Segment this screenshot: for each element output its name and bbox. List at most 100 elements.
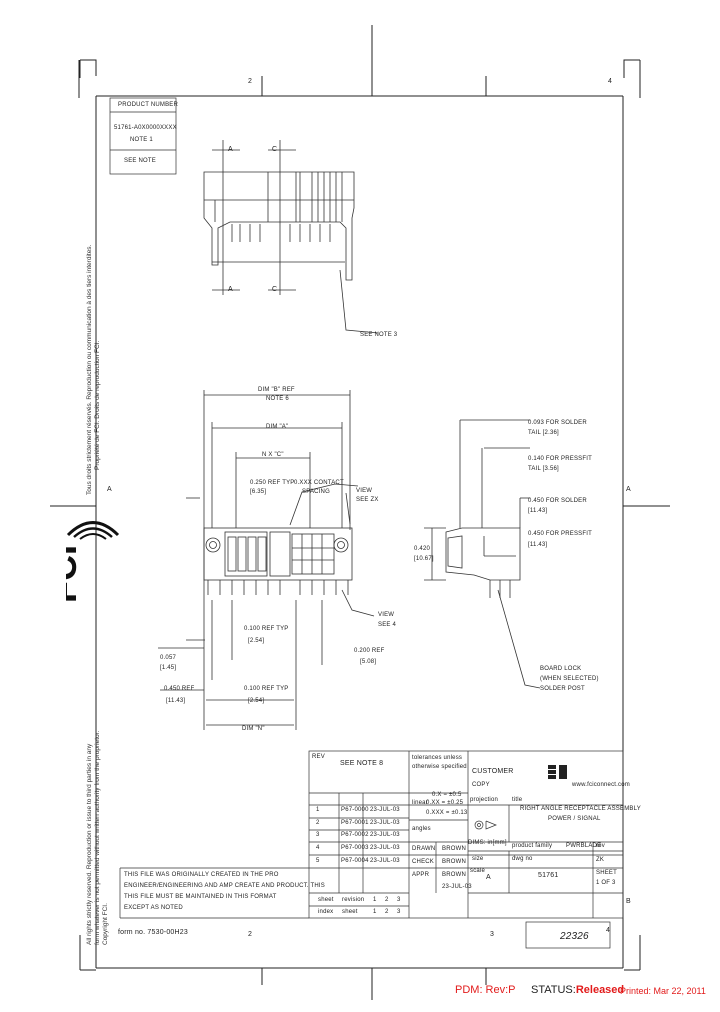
section-c2-label: C	[272, 286, 278, 293]
rev-row-ltr: 5	[316, 858, 320, 864]
sheet-col2-1: index	[318, 909, 334, 915]
dim-contact-spacing-2: SPACING	[302, 489, 330, 495]
dim-pressfit-mm: [11.43]	[528, 542, 548, 548]
dim-0450-ref: 0.450 REF	[164, 686, 195, 692]
sheet-col-2: revision	[342, 897, 365, 903]
rev-row-date: 23-JUL-03	[370, 820, 400, 826]
margin-text-en1: All rights strictly reserved. Reproducti…	[86, 743, 93, 945]
angles-label: angles	[412, 826, 431, 832]
dim-a: DIM "A"	[266, 424, 289, 430]
dim-b-ref: DIM "B" REF	[258, 387, 295, 393]
rev-label: rev	[596, 843, 605, 849]
dim-pressfit-tail: 0.140 FOR PRESSFIT	[528, 456, 592, 462]
rev-row-ecn: P67-0003	[341, 845, 369, 851]
zone-side-left: A	[107, 486, 112, 493]
rev-row-ltr: 4	[316, 845, 320, 851]
solder-post: SOLDER POST	[540, 686, 585, 692]
dwg-no-label: dwg no	[512, 856, 533, 862]
zone-top-left: 2	[248, 78, 253, 85]
drawn-label: DRAWN	[412, 846, 436, 852]
rev-row-ecn: P67-0001	[341, 820, 369, 826]
note-6: NOTE 6	[266, 396, 289, 402]
status-value: Released	[575, 984, 625, 996]
title-line2: POWER / SIGNAL	[548, 816, 601, 822]
zone-side-right-b: B	[626, 898, 631, 905]
margin-text-en3: Copyright FCI.	[102, 903, 109, 945]
sheet-value: 1 OF 3	[596, 880, 616, 886]
copy-label: COPY	[472, 782, 490, 788]
tol-1: 0.X = ±0.5	[432, 792, 462, 798]
dim-solder-tail: 0.093 FOR SOLDER	[528, 420, 587, 426]
callout-see-1: SEE ZX	[356, 497, 379, 503]
dim-pressfit: 0.450 FOR PRESSFIT	[528, 531, 592, 537]
date-1: 23-JUL-03	[442, 884, 472, 890]
dim-0100-typ-mm: [2.54]	[248, 638, 265, 644]
margin-text-fr2: Propriété de FCI. Droits de reproduction…	[94, 340, 101, 470]
callout-see-2: SEE 4	[378, 622, 397, 628]
dim-0250-mm: [6.35]	[250, 489, 267, 495]
rev-row-date: 23-JUL-03	[370, 832, 400, 838]
rev-row-ecn: P67-0002	[341, 832, 369, 838]
pitch-n-c: N X "C"	[262, 452, 284, 458]
board-lock: BOARD LOCK	[540, 666, 582, 672]
product-family: PWRBLADE	[566, 843, 602, 849]
zone-bottom-left: 2	[248, 931, 253, 938]
size-value: A	[486, 874, 491, 881]
tolerance-sub: otherwise specified	[412, 764, 467, 770]
tolerance-header: tolerances unless	[412, 755, 463, 761]
dim-contact-spacing: 0.XXX CONTACT	[294, 480, 344, 486]
sheet-col2-4: 2	[385, 909, 389, 915]
dwg-no: 51761	[538, 872, 559, 879]
dim-solder-mm: [11.43]	[528, 508, 548, 514]
rev-row-ecn: P67-0004	[341, 858, 369, 864]
rev-row-date: 23-JUL-03	[370, 807, 400, 813]
dim-height-mm: [10.67]	[414, 556, 434, 562]
projection-label: projection	[470, 797, 499, 803]
rev-row-date: 23-JUL-03	[370, 858, 400, 864]
sign-name-2: BROWN	[442, 859, 466, 865]
rev-note: SEE NOTE 8	[340, 760, 384, 767]
printed-date: Printed: Mar 22, 2011	[620, 986, 706, 996]
pdm-revision: PDM: Rev:P	[455, 984, 516, 996]
dim-0200-ref-mm: [5.08]	[360, 659, 377, 665]
note-line-4: EXCEPT AS NOTED	[124, 905, 183, 911]
status: STATUS:Released	[531, 984, 624, 996]
dim-0450-ref-mm: [11.43]	[166, 698, 186, 704]
dim-0057-mm: [1.45]	[160, 665, 177, 671]
check-label: CHECK	[412, 859, 435, 865]
sheet-col2-2: sheet	[342, 909, 358, 915]
product-number-header: PRODUCT NUMBER	[118, 102, 179, 108]
zone-bottom-mid: 3	[490, 931, 495, 938]
dim-solder: 0.450 FOR SOLDER	[528, 498, 587, 504]
zone-top-right: 4	[608, 78, 613, 85]
rev-value: ZK	[596, 857, 605, 863]
dim-0250: 0.250 REF TYP	[250, 480, 295, 486]
see-note-3: SEE NOTE 3	[360, 332, 398, 338]
fci-logo: FCI	[66, 521, 120, 603]
title-label: title	[512, 797, 523, 803]
callout-view-2: VIEW	[378, 612, 395, 618]
zone-side-right: A	[626, 486, 631, 493]
dim-0100-typ-2-mm: [2.54]	[248, 698, 265, 704]
sheet-label: SHEET	[596, 870, 618, 876]
customer-label: CUSTOMER	[472, 768, 514, 775]
dim-0057: 0.057	[160, 655, 177, 661]
sign-name-3: BROWN	[442, 872, 466, 878]
dim-pressfit-tail-mm: TAIL [3.56]	[528, 466, 559, 472]
sheet-col-1: sheet	[318, 897, 334, 903]
rev-row-ltr: 1	[316, 807, 320, 813]
dims-label: DIMS: in[mm]	[468, 840, 507, 846]
appr-label: APPR	[412, 872, 430, 878]
sheet-col-3: 1	[373, 897, 377, 903]
dim-0100-typ: 0.100 REF TYP	[244, 626, 289, 632]
linear-label: linear	[412, 800, 428, 806]
margin-text-fr1: Tous droits strictement réservés. Reprod…	[86, 244, 93, 495]
sheet-col2-5: 3	[397, 909, 401, 915]
rev-row-ltr: 3	[316, 832, 320, 838]
rev-row-ltr: 2	[316, 820, 320, 826]
section-a2-label: A	[228, 286, 233, 293]
rev-row-ecn: P67-0000	[341, 807, 369, 813]
logo-text: FCI	[66, 545, 84, 603]
status-label: STATUS:	[531, 984, 576, 996]
